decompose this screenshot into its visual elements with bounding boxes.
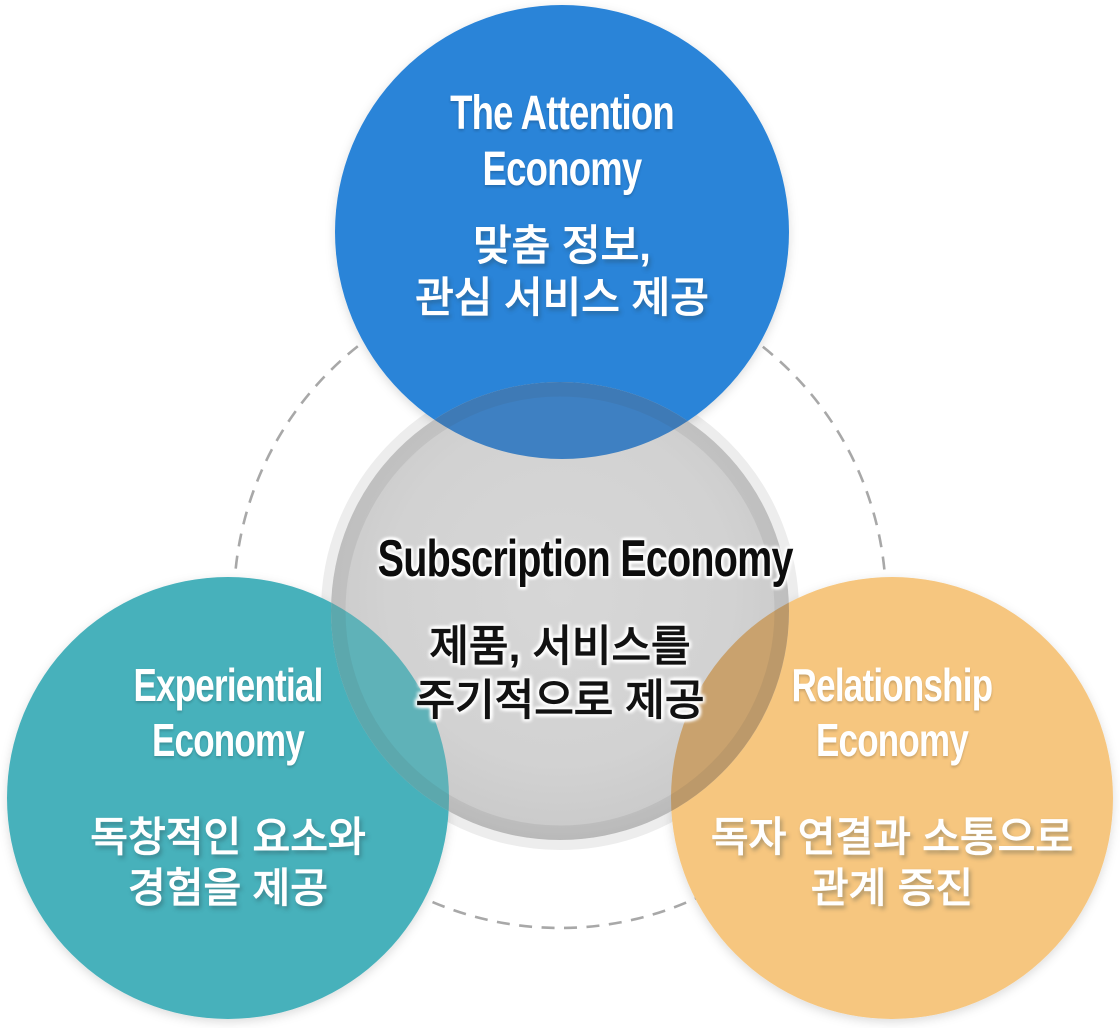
subscription-circle <box>331 382 789 840</box>
center-circle-inner-rim <box>331 382 789 840</box>
relationship-circle <box>671 577 1113 1019</box>
experiential-circle <box>7 577 449 1019</box>
attention-circle <box>335 5 789 459</box>
